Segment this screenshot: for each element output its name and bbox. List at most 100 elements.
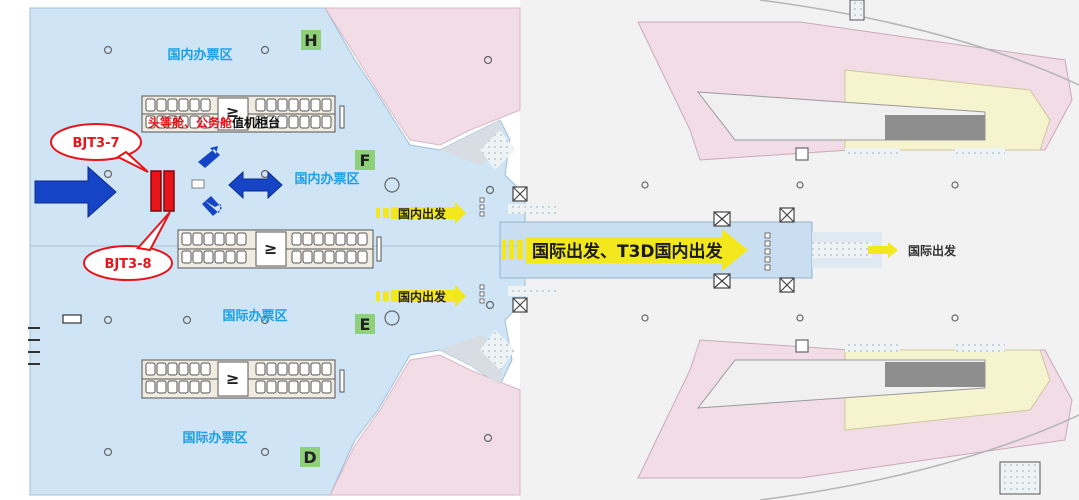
checkin-desk-2-37: [335, 232, 346, 246]
first-business-class-label: 头等舱、公务舱值机柜台: [148, 115, 280, 130]
column-7: [260, 315, 270, 325]
column-18: [483, 433, 493, 443]
column-1: [103, 45, 113, 55]
zone-label-domestic-mid: 国内办票区: [294, 171, 359, 187]
elevator-top-cross-2: [512, 186, 528, 202]
checkin-desk-1-3: [167, 98, 178, 112]
checkin-desk-1-16: [167, 115, 178, 129]
column-2: [260, 45, 270, 55]
arrow-diag-up: [198, 146, 220, 168]
checkin-desk-1-5: [189, 98, 200, 112]
gate-d-badge: [300, 447, 320, 467]
checkin-desk-1-8: [266, 98, 277, 112]
checkin-desk-2-52: [357, 250, 368, 264]
checkin-counter-text: 值机柜台: [232, 115, 280, 130]
checkin-desk-1-14: [145, 115, 156, 129]
pink-zone-bottom: [329, 354, 521, 496]
checkin-desk-2-43: [214, 250, 225, 264]
escalator-symbol-bottom: ≥: [226, 369, 239, 388]
checkin-desk-3-57: [189, 362, 200, 376]
column-17: [951, 314, 959, 322]
arrow-diag-down: [202, 196, 222, 216]
checkin-desk-3-55: [167, 362, 178, 376]
checkin-desk-2-30: [214, 232, 225, 246]
callout-label-bjt3-7: BJT3-7: [72, 136, 119, 151]
flow-arrow-international: [868, 242, 898, 258]
checkin-desk-2-40: [181, 250, 192, 264]
column-12: [641, 181, 649, 189]
checkin-desk-1-24: [299, 115, 310, 129]
checkin-desk-1-7: [255, 98, 266, 112]
checkin-desk-3-67: [156, 380, 167, 394]
checkin-desk-2-42: [203, 250, 214, 264]
checkin-desk-3-71: [200, 380, 211, 394]
info-desk-left: [62, 314, 82, 324]
callout-tail-bottom: [136, 211, 171, 252]
checkin-desk-1-15: [156, 115, 167, 129]
checkin-desk-1-21: [266, 115, 277, 129]
elevator-corridor-bottom-cross-2: [713, 273, 731, 289]
column-15: [641, 314, 649, 322]
callout-bubble-top: [49, 123, 143, 161]
callout-bubble-bottom: [82, 245, 174, 281]
zone-label-domestic-top: 国内办票区: [167, 47, 232, 63]
checkin-desk-3-59: [255, 362, 266, 376]
counter-bjt3-7: [150, 170, 162, 212]
gate-f-letter: F: [360, 151, 371, 170]
elevator-end-bottom-cross-2: [779, 277, 795, 293]
checkin-desk-3-61: [277, 362, 288, 376]
elevator-end-top-cross-2: [779, 207, 795, 223]
walkway-corridor-top: [508, 204, 556, 214]
checkin-desk-1-13: [321, 98, 332, 112]
checkin-desk-2-32: [236, 232, 247, 246]
first-class-red-text: 头等舱、公务舱: [148, 115, 233, 130]
gate-e-letter: E: [360, 315, 371, 334]
checkin-desk-3-75: [288, 380, 299, 394]
outer-wall-top: [759, 0, 1079, 86]
callout-tail-top: [115, 150, 149, 173]
checkin-desk-3-64: [310, 362, 321, 376]
gate-h-badge: [301, 30, 321, 50]
walkway-top-right-1: [845, 148, 900, 158]
checkin-desk-2-49: [324, 250, 335, 264]
checkin-desk-2-38: [346, 232, 357, 246]
checkin-desk-2-44: [225, 250, 236, 264]
checkin-desk-3-69: [178, 380, 189, 394]
checkin-desk-1-2: [156, 98, 167, 112]
checkin-desk-2-41: [192, 250, 203, 264]
pillar-2: [384, 310, 400, 326]
checkin-desk-1-19: [200, 115, 211, 129]
column-14: [951, 181, 959, 189]
column-10: [485, 185, 495, 195]
checkin-desk-3-54: [156, 362, 167, 376]
checkin-desk-2-36: [324, 232, 335, 246]
checkin-desk-2-27: [181, 232, 192, 246]
flow-arrow-main: [502, 229, 748, 271]
checkin-desk-3-73: [266, 380, 277, 394]
outer-wall-bottom: [759, 414, 1079, 500]
checkin-desk-3-66: [145, 380, 156, 394]
callout-label-bjt3-8: BJT3-8: [104, 257, 151, 272]
checkin-desk-1-4: [178, 98, 189, 112]
pillar-1: [384, 177, 400, 193]
gate-e-badge: [355, 314, 375, 334]
escalator-hall-bottom: [480, 330, 515, 370]
checkin-desk-3-63: [299, 362, 310, 376]
gate-d-letter: D: [303, 448, 316, 467]
checkin-desk-2-35: [313, 232, 324, 246]
escalator-bottom-right: [999, 461, 1041, 495]
escalator-hall-top: [480, 130, 515, 170]
pier-bottom-grey-block: [885, 362, 985, 387]
checkin-desk-2-34: [302, 232, 313, 246]
checkin-desk-1-18: [189, 115, 200, 129]
pink-zone-top: [324, 7, 521, 146]
checkin-desk-3-62: [288, 362, 299, 376]
checkin-desk-1-25: [310, 115, 321, 129]
checkin-desk-2-46: [291, 250, 302, 264]
checkin-desk-1-10: [288, 98, 299, 112]
checkin-desk-3-70: [189, 380, 200, 394]
checkin-desk-2-28: [192, 232, 203, 246]
bar-mid: [376, 236, 382, 262]
checkin-desk-1-1: [145, 98, 156, 112]
checkin-desk-2-51: [346, 250, 357, 264]
